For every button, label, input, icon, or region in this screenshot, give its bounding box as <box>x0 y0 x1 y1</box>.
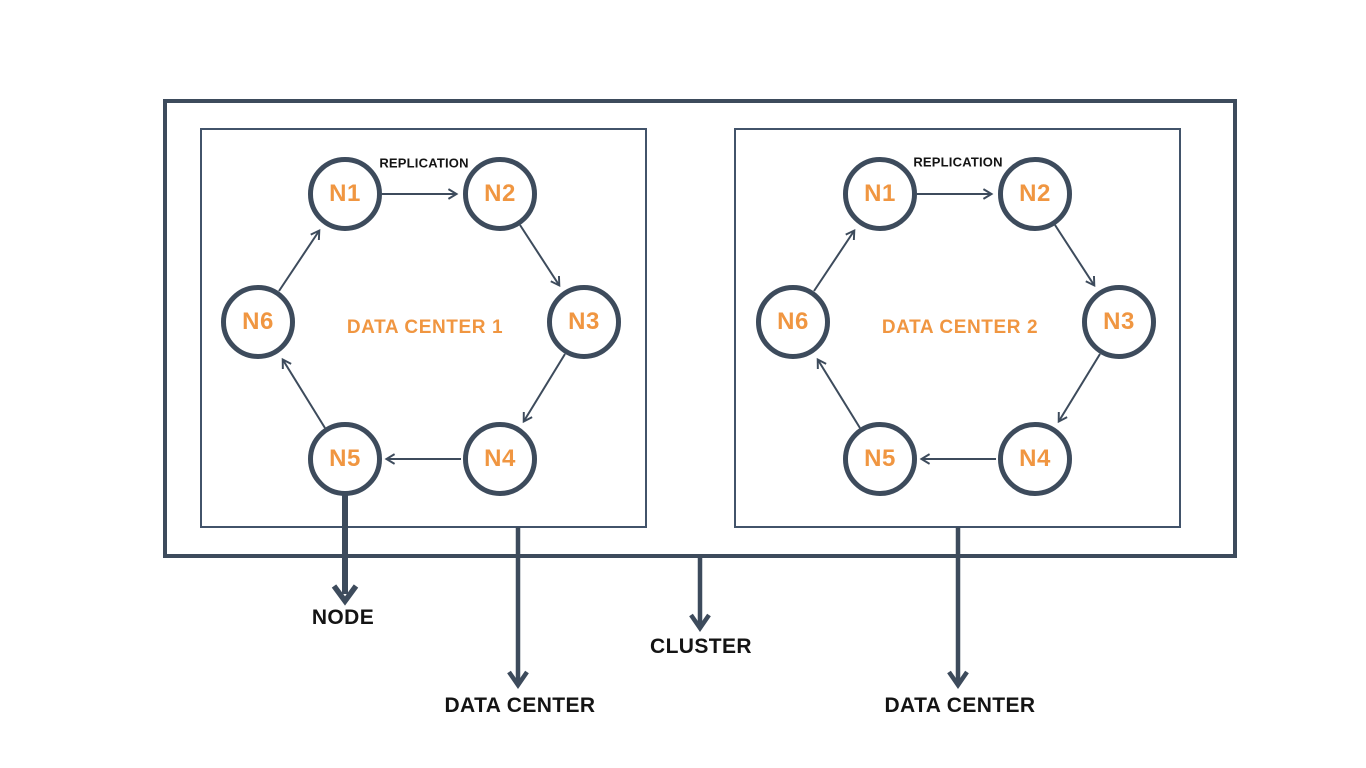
node-label: N1 <box>329 180 361 207</box>
cluster-pointer-label: CLUSTER <box>650 635 752 658</box>
arrow-cluster-pointer <box>689 557 711 632</box>
node-dc1-n5: N5 <box>308 422 382 496</box>
node-dc1-n2: N2 <box>463 157 537 231</box>
node-label: N1 <box>864 180 896 207</box>
node-label: N4 <box>484 445 516 472</box>
node-pointer-label: NODE <box>311 606 375 629</box>
node-label: N6 <box>777 308 809 335</box>
datacenter-pointer-label-right: DATA CENTER <box>884 694 1036 717</box>
node-dc2-n6: N6 <box>756 285 830 359</box>
node-dc1-n4: N4 <box>463 422 537 496</box>
cluster-box <box>163 99 1237 558</box>
datacenter-pointer-label-left: DATA CENTER <box>444 694 596 717</box>
node-label: N3 <box>1103 308 1135 335</box>
datacenter-1-title: DATA CENTER 1 <box>346 317 504 338</box>
replication-label-dc1: REPLICATION <box>379 155 469 171</box>
node-label: N2 <box>1019 180 1051 207</box>
node-dc2-n2: N2 <box>998 157 1072 231</box>
node-dc1-n6: N6 <box>221 285 295 359</box>
node-label: N2 <box>484 180 516 207</box>
node-dc1-n1: N1 <box>308 157 382 231</box>
node-dc2-n5: N5 <box>843 422 917 496</box>
node-label: N4 <box>1019 445 1051 472</box>
datacenter-1-box <box>200 128 647 528</box>
node-label: N5 <box>329 445 361 472</box>
node-label: N5 <box>864 445 896 472</box>
datacenter-2-title: DATA CENTER 2 <box>881 317 1039 338</box>
node-dc2-n3: N3 <box>1082 285 1156 359</box>
node-dc1-n3: N3 <box>547 285 621 359</box>
node-dc2-n1: N1 <box>843 157 917 231</box>
node-dc2-n4: N4 <box>998 422 1072 496</box>
node-label: N6 <box>242 308 274 335</box>
node-label: N3 <box>568 308 600 335</box>
replication-label-dc2: REPLICATION <box>913 154 1003 170</box>
